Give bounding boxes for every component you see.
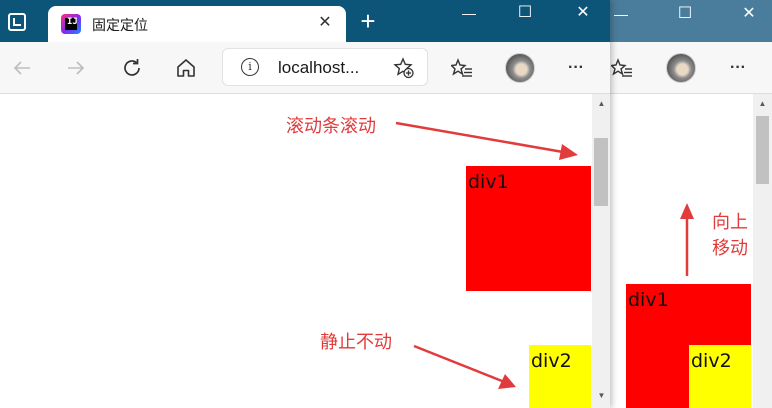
vertical-scrollbar[interactable]: ▲ ▼ [592,94,610,408]
more-button[interactable]: ··· [568,59,584,76]
maximize-button[interactable]: ☐ [517,4,533,21]
back-div2-label: div2 [691,350,732,372]
back-favorites-button[interactable] [606,52,638,84]
scroll-down-arrow[interactable]: ▼ [597,391,606,400]
back-more-button[interactable]: ··· [730,59,746,76]
scroll-up-arrow[interactable]: ▲ [597,99,606,108]
div2-label: div2 [531,350,572,372]
annotation-scroll-label: 滚动条滚动 [286,116,376,137]
favorites-list-icon [611,58,632,77]
annotation-move-up-label: 向上 移动 [712,210,748,262]
favorites-button[interactable] [446,52,478,84]
back-maximize-button[interactable]: ☐ [677,5,693,22]
info-icon[interactable]: i [241,58,259,76]
browser-app-icon[interactable] [8,13,26,31]
front-window-toolbar: i localhost... ··· [0,42,610,94]
front-browser-window: IJ 固定定位 ✕ + — ☐ ✕ i localho [0,0,610,408]
back-arrow-icon [13,61,30,75]
forward-arrow-icon [68,61,85,75]
back-profile-avatar[interactable] [666,53,696,83]
back-window-titlebar: — ☐ ✕ [608,0,772,42]
annotation-move-up-line1: 向上 [712,212,748,233]
tab-close-button[interactable]: ✕ [318,14,332,31]
profile-avatar[interactable] [505,53,535,83]
star-add-icon [393,57,414,79]
page-viewport: div1 div2 [0,94,592,408]
back-minimize-button[interactable]: — [614,6,628,22]
new-tab-button[interactable]: + [360,6,376,36]
home-button[interactable] [170,52,202,84]
back-window-viewport: div1 div2 ▲ [608,94,772,408]
annotation-static-label: 静止不动 [320,332,392,353]
refresh-icon [124,59,140,76]
back-close-button[interactable]: ✕ [742,5,756,22]
close-button[interactable]: ✕ [576,4,590,21]
back-div2-box: div2 [689,345,751,408]
tab-title: 固定定位 [92,18,148,34]
refresh-button[interactable] [116,52,148,84]
address-bar[interactable]: i localhost... [222,48,428,86]
tab-favicon-icon: IJ [61,14,81,34]
home-icon [177,59,195,77]
div1-box: div1 [466,166,591,291]
tab-active[interactable]: IJ 固定定位 ✕ [48,6,346,42]
annotation-move-up-line2: 移动 [712,238,748,259]
scroll-thumb[interactable] [594,138,608,206]
back-window-toolbar: ··· [608,42,772,94]
front-window-titlebar: IJ 固定定位 ✕ + — ☐ ✕ [0,0,610,42]
address-url[interactable]: localhost... [278,58,360,77]
back-browser-window: — ☐ ✕ ··· div1 div2 ▲ [608,0,772,408]
favorites-list-icon [451,58,472,77]
div2-box: div2 [529,345,591,408]
back-div1-label: div1 [628,289,669,311]
forward-button[interactable] [60,52,92,84]
back-scroll-thumb[interactable] [756,116,769,184]
back-button[interactable] [6,52,38,84]
back-scroll-up-arrow[interactable]: ▲ [758,99,767,108]
back-vertical-scrollbar[interactable]: ▲ [753,94,772,408]
add-favorite-button[interactable] [393,57,415,79]
minimize-button[interactable]: — [462,5,476,21]
div1-label: div1 [468,171,509,193]
